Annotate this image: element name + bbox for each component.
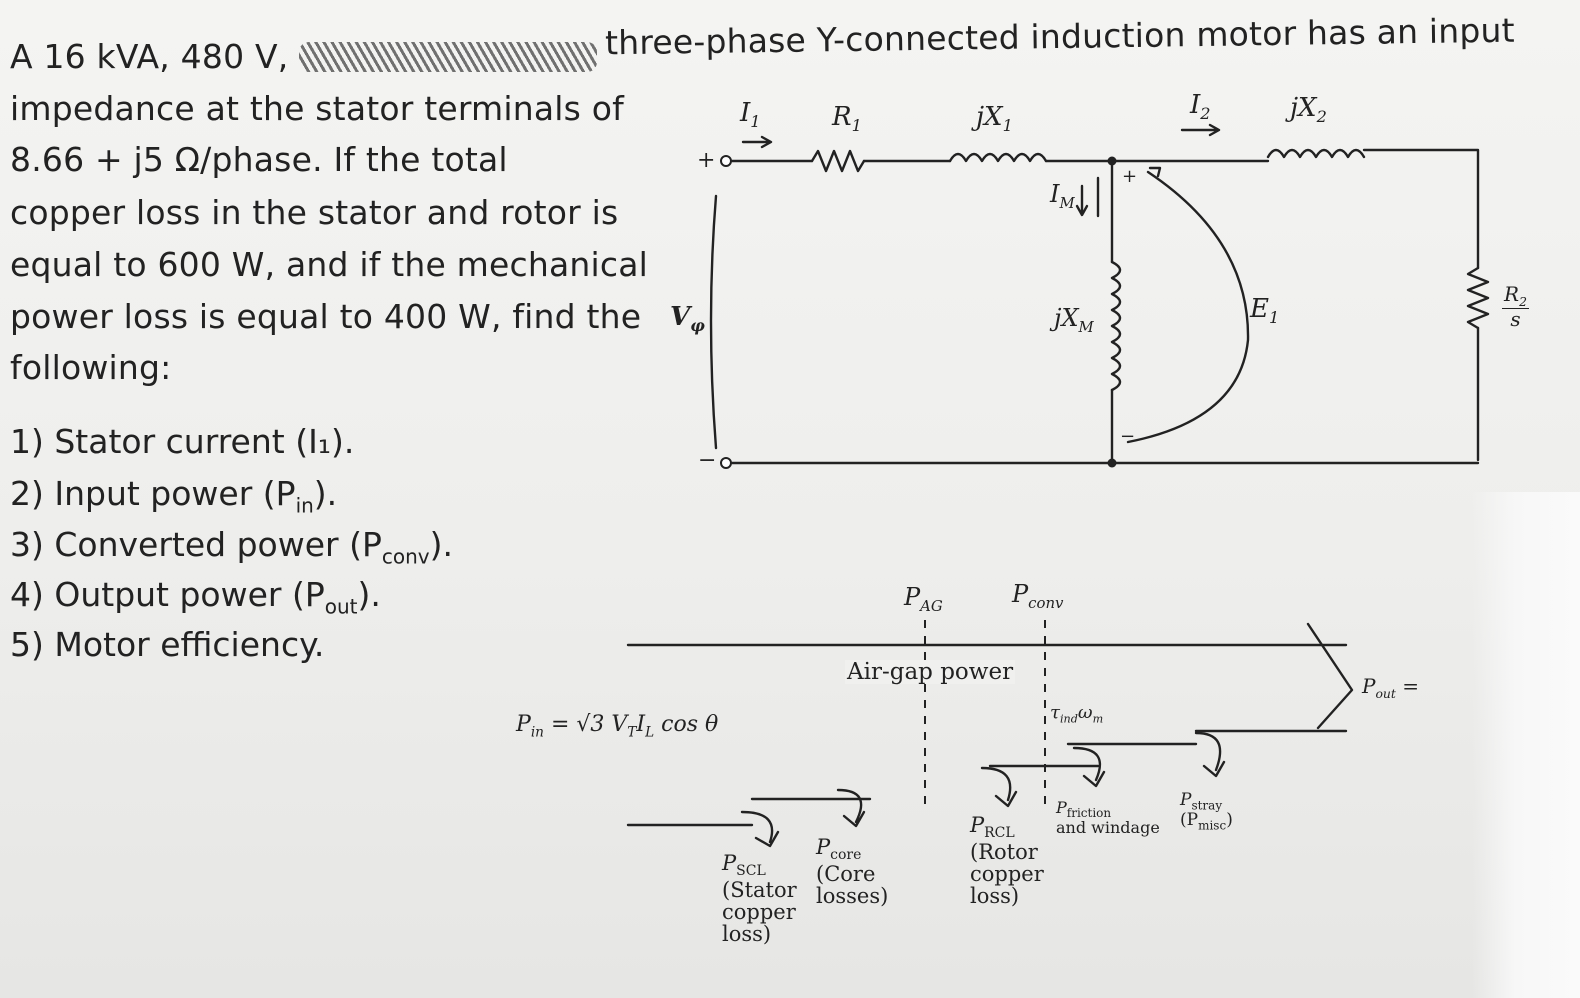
question-2: 2) Input power (Pin). (10, 477, 337, 516)
label-p-friction: Pfriction and windage (1056, 798, 1160, 837)
problem-line-1: A 16 kVA, 480 V, (10, 37, 598, 76)
question-4-end: ). (357, 575, 381, 614)
i1-arrow (741, 135, 773, 149)
label-plus-e1: + (1122, 166, 1138, 187)
question-2-sub: in (295, 493, 314, 518)
resistor-r2s (1466, 266, 1490, 330)
question-4-sub: out (324, 594, 358, 619)
label-tau-omega: τindωm (1050, 702, 1104, 726)
label-jx1: jX1 (976, 102, 1013, 136)
label-i1: I1 (740, 98, 761, 132)
e1-voltage-arc (1126, 170, 1250, 444)
problem-line-3: 8.66 + j5 Ω/phase. If the total (10, 140, 508, 179)
flow-main-arrowhead (1306, 622, 1354, 730)
inductor-x1 (948, 152, 1048, 163)
resistor-r1 (810, 149, 866, 173)
node-top (1107, 156, 1117, 166)
label-e1: E1 (1250, 294, 1280, 328)
terminal-top (720, 155, 732, 167)
label-p-out: Pout = (1362, 674, 1420, 701)
question-3-sub: conv (381, 544, 430, 569)
label-r1: R1 (832, 102, 862, 136)
question-3-end: ). (429, 525, 453, 564)
label-r2s: R2 s (1502, 282, 1529, 332)
label-jxm: jXM (1054, 304, 1094, 336)
label-minus-e1: − (1120, 426, 1136, 447)
question-3-text: 3) Converted power (P (10, 525, 382, 564)
label-plus-top: + (697, 148, 716, 173)
label-p-scl: PSCL (Stator copper loss) (722, 851, 797, 946)
inductor-xm (1110, 260, 1122, 392)
label-im: IM (1050, 180, 1075, 212)
problem-line-2: impedance at the stator terminals of (10, 89, 624, 128)
label-p-in-formula: Pin = √3 VTIL cos θ (516, 712, 719, 741)
label-minus-bottom: − (698, 448, 717, 473)
question-2-text: 2) Input power (P (10, 474, 296, 513)
problem-line-1a: A 16 kVA, 480 V, (10, 37, 289, 76)
stray-loss-arrow (1194, 731, 1226, 778)
label-jx2: jX2 (1290, 93, 1327, 127)
vphi-voltage-arc (709, 194, 718, 450)
label-p-ag: PAG (904, 583, 943, 615)
scl-loss-arrow (740, 810, 780, 848)
rcl-loss-arrow (980, 766, 1018, 808)
fw-loss-arrow (1072, 746, 1106, 788)
label-i2: I2 (1190, 90, 1211, 124)
problem-line-5: equal to 600 W, and if the mechanical (10, 245, 648, 284)
question-2-end: ). (313, 474, 338, 513)
label-p-conv: Pconv (1012, 580, 1064, 612)
label-p-core: Pcore (Core losses) (816, 835, 889, 908)
problem-line-4: copper loss in the stator and rotor is (10, 193, 619, 232)
circuit-top-wire-far (1362, 148, 1480, 270)
label-vphi: Vφ (670, 302, 705, 336)
question-5: 5) Motor efficiency. (10, 625, 325, 664)
i2-arrow (1180, 123, 1221, 137)
label-air-gap-power: Air-gap power (845, 659, 1016, 685)
im-arrow (1075, 184, 1089, 217)
inductor-x2 (1266, 148, 1366, 159)
terminal-bottom (720, 457, 732, 469)
paper-edge-glare (1472, 492, 1580, 998)
scribbled-out-text (299, 42, 598, 72)
problem-line-7: following: (10, 348, 172, 387)
question-3: 3) Converted power (Pconv). (10, 528, 453, 567)
e1-arrowhead (1148, 166, 1162, 178)
label-p-rcl: PRCL (Rotor copper loss) (970, 813, 1044, 908)
problem-line-6: power loss is equal to 400 W, find the (10, 297, 642, 336)
label-p-stray: Pstray (Pmisc) (1180, 790, 1233, 833)
question-1: 1) Stator current (I₁). (10, 422, 355, 461)
node-bottom (1107, 458, 1117, 468)
question-4-text: 4) Output power (P (10, 575, 325, 614)
core-loss-arrow (836, 788, 866, 828)
question-4: 4) Output power (Pout). (10, 578, 381, 617)
